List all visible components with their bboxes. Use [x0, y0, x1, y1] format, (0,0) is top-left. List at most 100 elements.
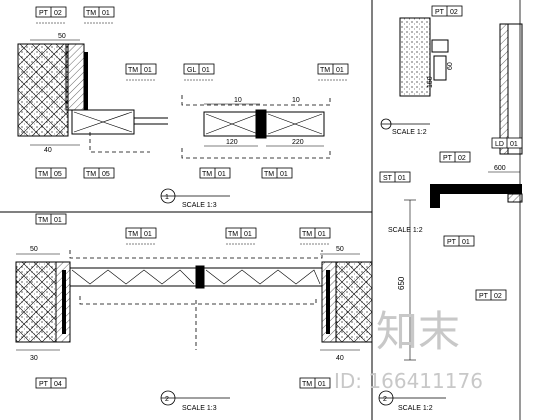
svg-text:01: 01 — [144, 231, 152, 238]
tag-tm05-top-mid: TM 05 — [83, 167, 115, 179]
svg-text:TM: TM — [128, 67, 138, 74]
svg-text:01: 01 — [336, 67, 344, 74]
detail-number-right-bottom: 2 — [383, 396, 387, 403]
dim-50-top: 50 — [58, 33, 66, 40]
detail-2-bottom-left: 50 30 50 40 TM 01 TM 01 TM 01 TM 0 — [15, 213, 373, 412]
detail-1-top-left: 50 10 10 120 220 40 PT 02 TM 01 TM 01 — [17, 6, 349, 209]
tag-tm01-top-d: TM 01 — [199, 167, 231, 179]
detail-right-column: 650 600 150 60 PT 02 LD 01 PT 02 ST 01 — [378, 0, 523, 420]
dashed-outlines — [89, 95, 331, 159]
svg-text:PT: PT — [39, 10, 49, 17]
svg-text:01: 01 — [398, 175, 406, 182]
dim-40-a: 40 — [44, 147, 52, 154]
svg-text:01: 01 — [462, 239, 470, 246]
door-frame-left — [71, 109, 168, 135]
tag-tm01-bottom-e: TM 01 — [299, 377, 331, 389]
svg-text:01: 01 — [144, 67, 152, 74]
svg-text:01: 01 — [244, 231, 252, 238]
door-frame-middle — [203, 109, 325, 139]
detail-number-1: 1 — [165, 194, 169, 201]
tag-pt02-right-a: PT 02 — [431, 5, 463, 17]
tag-tm05-top-left: TM 05 — [35, 167, 67, 179]
svg-text:PT: PT — [435, 9, 445, 16]
watermark-brand: 知末 — [376, 307, 460, 356]
svg-text:TM: TM — [202, 171, 212, 178]
svg-text:TM: TM — [38, 217, 48, 224]
tag-tm01-bottom-a: TM 01 — [35, 213, 67, 225]
svg-text:02: 02 — [450, 9, 458, 16]
svg-text:05: 05 — [102, 171, 110, 178]
tag-ld01: LD 01 — [491, 137, 523, 149]
svg-text:PT: PT — [447, 239, 457, 246]
tag-pt02-right-b: PT 02 — [439, 151, 471, 163]
wall-section-left — [15, 261, 71, 343]
dim-650: 650 — [397, 276, 406, 290]
tag-tm01-top-b: TM 01 — [125, 63, 157, 81]
door-panels-bottom — [69, 265, 323, 289]
svg-text:01: 01 — [318, 231, 326, 238]
svg-text:GL: GL — [187, 67, 196, 74]
svg-text:TM: TM — [128, 231, 138, 238]
detail-scale-right-bottom: SCALE 1:2 — [398, 405, 433, 412]
dimension-lines-bottom — [16, 253, 360, 351]
vertical-member-right — [499, 0, 523, 420]
svg-text:01: 01 — [318, 381, 326, 388]
svg-text:01: 01 — [102, 10, 110, 17]
tag-pt04: PT 04 — [35, 377, 67, 389]
tag-pt02-top-left: PT 02 — [35, 6, 67, 24]
tag-gl01: GL 01 — [183, 63, 215, 81]
watermark: 知末 ID: 166411176 — [334, 307, 483, 393]
wall-section-right — [321, 261, 373, 343]
detail-title-right-bottom: 2 SCALE 1:2 — [378, 390, 446, 412]
sheet-dividers — [0, 0, 373, 420]
tag-st01: ST 01 — [379, 171, 411, 183]
dim-150: 150 — [427, 76, 434, 88]
dim-220: 220 — [292, 139, 304, 146]
watermark-id: ID: 166411176 — [334, 369, 483, 393]
svg-text:01: 01 — [54, 217, 62, 224]
detail-number-2: 2 — [165, 396, 169, 403]
wall-small-top — [399, 17, 449, 97]
svg-text:TM: TM — [320, 67, 330, 74]
tag-tm01-bottom-d: TM 01 — [299, 227, 331, 245]
dim-50-bottom-left: 50 — [30, 246, 38, 253]
detail-scale-right-mid: SCALE 1:2 — [388, 227, 423, 234]
tag-tm01-top-e: TM 01 — [261, 167, 293, 179]
svg-text:TM: TM — [228, 231, 238, 238]
svg-text:TM: TM — [302, 381, 312, 388]
svg-text:ST: ST — [383, 175, 393, 182]
svg-text:05: 05 — [54, 171, 62, 178]
dim-120: 120 — [226, 139, 238, 146]
detail-title-2: 2 SCALE 1:3 — [160, 390, 230, 412]
dim-10-a: 10 — [234, 97, 242, 104]
svg-text:PT: PT — [39, 381, 49, 388]
tag-tm01-top-a: TM 01 — [83, 6, 115, 24]
dim-50-bottom-right: 50 — [336, 246, 344, 253]
shelf-section — [430, 184, 523, 208]
dimension-lines-right — [404, 171, 520, 361]
svg-text:02: 02 — [54, 10, 62, 17]
tag-tm01-bottom-b: TM 01 — [125, 227, 157, 245]
svg-text:TM: TM — [264, 171, 274, 178]
dimension-lines-top-left — [30, 39, 324, 147]
svg-text:TM: TM — [38, 171, 48, 178]
svg-text:PT: PT — [443, 155, 453, 162]
wall-section-hatched — [17, 43, 88, 137]
svg-text:02: 02 — [458, 155, 466, 162]
svg-text:01: 01 — [202, 67, 210, 74]
dashed-outlines-bottom — [69, 250, 323, 350]
svg-text:TM: TM — [86, 10, 96, 17]
detail-scale-1: SCALE 1:3 — [182, 202, 217, 209]
tag-pt02-right-c: PT 02 — [475, 289, 507, 301]
dim-40-bottom-right: 40 — [336, 355, 344, 362]
tag-tm01-top-c: TM 01 — [317, 63, 349, 81]
svg-text:LD: LD — [495, 141, 504, 148]
svg-text:01: 01 — [510, 141, 518, 148]
tag-pt01-right: PT 01 — [443, 235, 475, 247]
detail-title-right-small: SCALE 1:2 — [380, 118, 430, 136]
tag-tm01-bottom-c: TM 01 — [225, 227, 257, 245]
svg-text:04: 04 — [54, 381, 62, 388]
svg-text:PT: PT — [479, 293, 489, 300]
svg-text:02: 02 — [494, 293, 502, 300]
